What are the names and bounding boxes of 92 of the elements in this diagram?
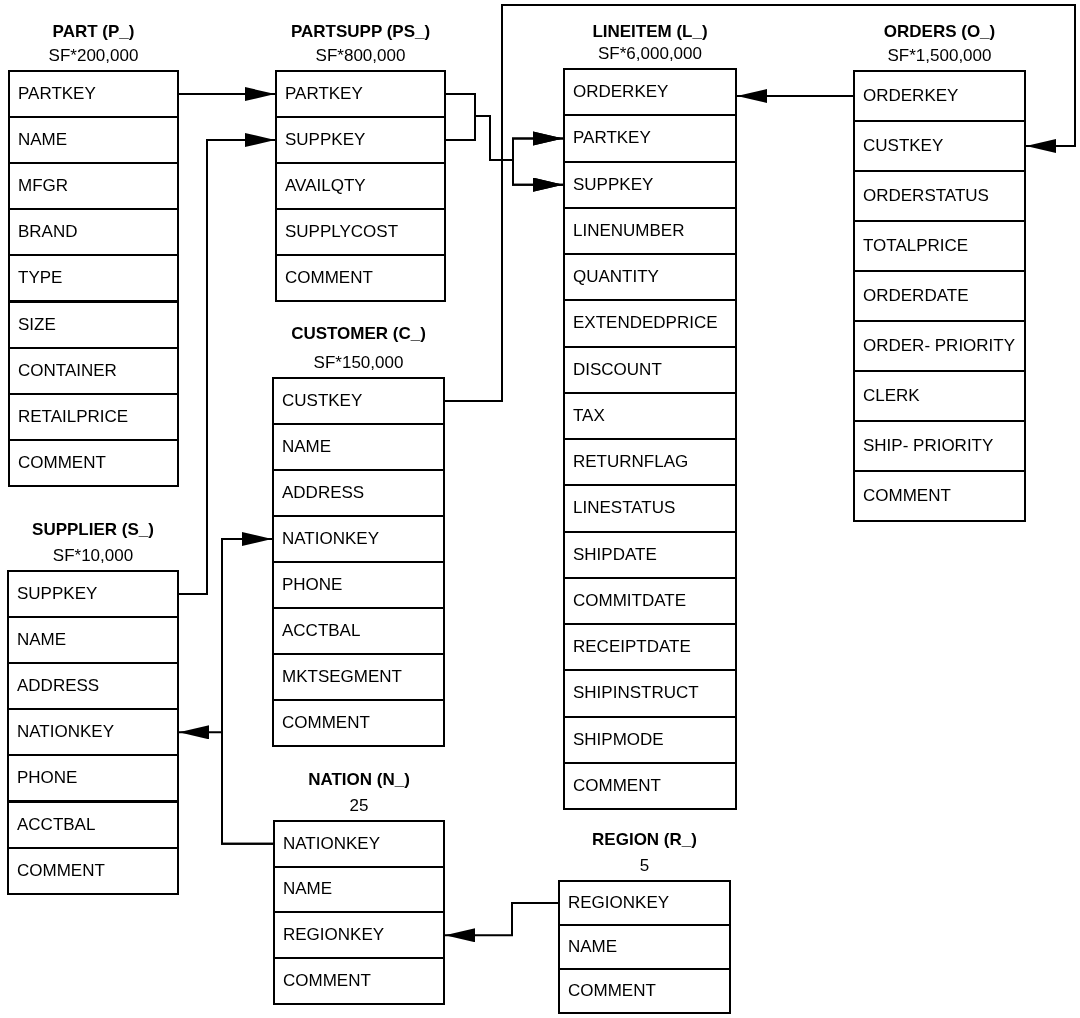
field-cell: ORDERDATE <box>853 270 1026 322</box>
table-title: NATION (N_) <box>307 770 411 790</box>
field-cell: COMMENT <box>273 957 445 1005</box>
field-cell: QUANTITY <box>563 253 737 302</box>
table-title: PART (P_) <box>51 22 136 42</box>
field-cell: SHIPDATE <box>563 530 737 579</box>
field-cell: CONTAINER <box>8 346 179 395</box>
field-cell: TYPE <box>8 254 179 303</box>
table-title: LINEITEM (L_) <box>591 22 709 42</box>
table-title: PARTSUPP (PS_) <box>289 22 432 42</box>
arrow <box>444 902 559 943</box>
field-cell: ADDRESS <box>7 662 179 711</box>
field-cell: SUPPKEY <box>275 116 446 164</box>
table-title: ORDERS (O_) <box>882 22 997 42</box>
field-cell: NAME <box>558 924 731 970</box>
field-cell: PARTKEY <box>8 70 179 119</box>
row-count: SF*800,000 <box>314 46 407 66</box>
entity-table <box>272 324 445 747</box>
field-cell: COMMENT <box>558 968 731 1014</box>
field-cell: RETAILPRICE <box>8 392 179 441</box>
field-cell: MFGR <box>8 162 179 211</box>
field-cell: SHIPINSTRUCT <box>563 669 737 718</box>
field-cell: CLERK <box>853 370 1026 422</box>
field-cell: ORDER- PRIORITY <box>853 320 1026 372</box>
field-cell: PARTKEY <box>563 114 737 163</box>
field-cell: COMMITDATE <box>563 576 737 625</box>
field-cell: ADDRESS <box>272 469 445 517</box>
field-cell: ORDERKEY <box>853 70 1026 122</box>
row-count: SF*1,500,000 <box>886 46 993 66</box>
field-cell: PARTKEY <box>275 70 446 118</box>
field-cell: PHONE <box>7 754 179 803</box>
row-count: 25 <box>348 796 370 816</box>
field-cell: COMMENT <box>7 846 179 895</box>
entity-table <box>558 830 731 1014</box>
row-count: SF*6,000,000 <box>597 44 703 64</box>
arrow <box>178 725 274 845</box>
table-title: CUSTOMER (C_) <box>290 324 427 344</box>
arrow <box>444 4 1076 402</box>
field-cell: COMMENT <box>853 470 1026 522</box>
field-cell: LINESTATUS <box>563 484 737 533</box>
field-cell: TAX <box>563 391 737 440</box>
arrow <box>445 115 564 192</box>
field-cell: PHONE <box>272 561 445 609</box>
arrow <box>178 87 276 102</box>
field-cell: TOTALPRICE <box>853 220 1026 272</box>
field-cell: CUSTKEY <box>853 120 1026 172</box>
row-count: SF*150,000 <box>312 353 405 373</box>
field-cell: COMMENT <box>272 699 445 747</box>
field-cell: NAME <box>7 616 179 665</box>
field-cell: SIZE <box>8 300 179 349</box>
entity-table <box>275 22 446 302</box>
row-count: SF*10,000 <box>51 546 135 566</box>
field-cell: DISCOUNT <box>563 345 737 394</box>
field-cell: SUPPKEY <box>7 570 179 619</box>
field-cell: NAME <box>8 116 179 165</box>
field-cell: RECEIPTDATE <box>563 623 737 672</box>
row-count: SF*200,000 <box>47 46 140 66</box>
arrow <box>178 133 276 596</box>
entity-table <box>563 22 737 810</box>
field-cell: REGIONKEY <box>273 911 445 960</box>
field-cell: NAME <box>273 865 445 914</box>
field-cell: COMMENT <box>563 761 737 810</box>
field-cell: MKTSEGMENT <box>272 653 445 701</box>
field-cell: ORDERKEY <box>563 68 737 117</box>
field-cell: ACCTBAL <box>272 607 445 655</box>
field-cell: NATIONKEY <box>272 515 445 563</box>
table-title: SUPPLIER (S_) <box>31 520 155 540</box>
field-cell: COMMENT <box>275 254 446 302</box>
field-cell: ACCTBAL <box>7 800 179 849</box>
field-cell: ORDERSTATUS <box>853 170 1026 222</box>
arrow <box>736 89 854 103</box>
entity-table <box>8 22 179 487</box>
field-cell: SHIP- PRIORITY <box>853 420 1026 472</box>
field-cell: SUPPLYCOST <box>275 208 446 256</box>
field-cell: COMMENT <box>8 438 179 487</box>
entity-table <box>273 770 445 1005</box>
field-cell: NAME <box>272 423 445 471</box>
field-cell: REGIONKEY <box>558 880 731 926</box>
field-cell: CUSTKEY <box>272 377 445 425</box>
entity-table <box>853 22 1026 522</box>
field-cell: BRAND <box>8 208 179 257</box>
table-title: REGION (R_) <box>591 830 698 850</box>
field-cell: AVAILQTY <box>275 162 446 210</box>
field-cell: RETURNFLAG <box>563 438 737 487</box>
field-cell: NATIONKEY <box>273 820 445 868</box>
field-cell: NATIONKEY <box>7 708 179 757</box>
entity-table <box>7 520 179 895</box>
field-cell: SHIPMODE <box>563 715 737 764</box>
field-cell: SUPPKEY <box>563 160 737 209</box>
field-cell: LINENUMBER <box>563 206 737 255</box>
field-cell: EXTENDEDPRICE <box>563 299 737 348</box>
row-count: 5 <box>638 856 651 876</box>
